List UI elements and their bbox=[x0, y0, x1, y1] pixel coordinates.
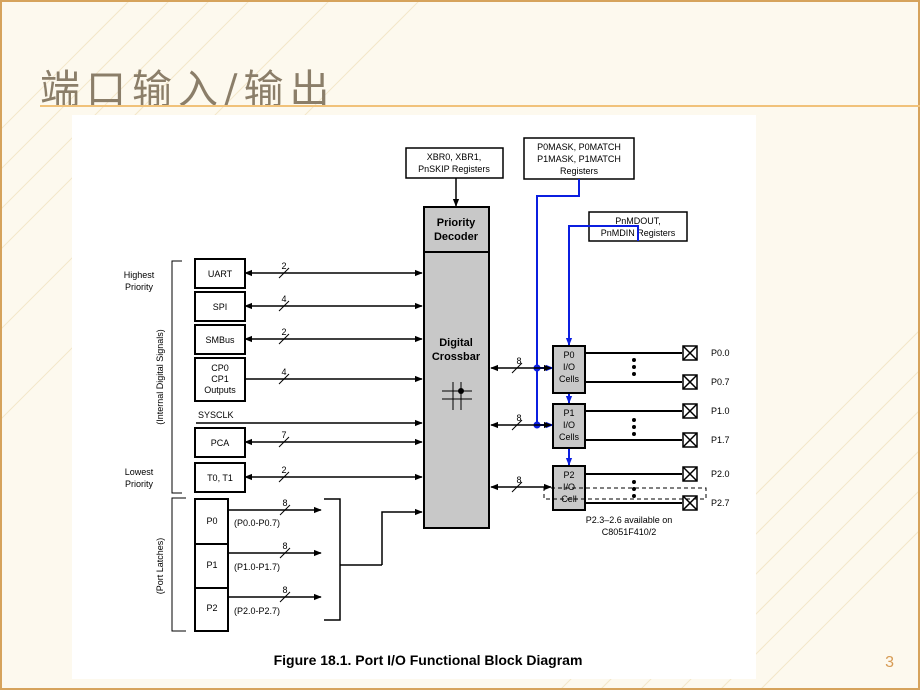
latch-p0-width: 8 bbox=[282, 498, 287, 508]
title-underline bbox=[40, 105, 920, 107]
digital-crossbar-label: Digital bbox=[439, 337, 473, 349]
p2-availability-note: C8051F410/2 bbox=[602, 527, 657, 537]
pin-label: P1.7 bbox=[711, 435, 730, 445]
digital-crossbar-block bbox=[423, 251, 490, 529]
comparator-label: Outputs bbox=[204, 385, 236, 395]
latch-p0-range: (P0.0-P0.7) bbox=[234, 518, 280, 528]
xbr-register-box bbox=[405, 147, 504, 179]
p2-availability-dashed-box bbox=[543, 487, 707, 500]
pmask-register-label: Registers bbox=[560, 166, 599, 176]
pin-label: P0.0 bbox=[711, 348, 730, 358]
smbus-bus-width: 2 bbox=[281, 327, 286, 337]
highest-priority-label: Priority bbox=[125, 282, 154, 292]
p0-io-label: I/O bbox=[563, 362, 575, 372]
latch-p2-range: (P2.0-P2.7) bbox=[234, 606, 280, 616]
p1-io-label: P1 bbox=[563, 408, 574, 418]
port-latches-block bbox=[194, 498, 229, 632]
internal-signals-label: (Internal Digital Signals) bbox=[155, 329, 165, 425]
latch-p2-label: P2 bbox=[206, 603, 217, 613]
p0-io-cells-block bbox=[552, 345, 586, 394]
latch-p1-width: 8 bbox=[282, 541, 287, 551]
highest-priority-label: Highest bbox=[124, 270, 155, 280]
uart-label: UART bbox=[208, 269, 233, 279]
xbr-register-label: PnSKIP Registers bbox=[418, 164, 490, 174]
uart-bus-width: 2 bbox=[281, 261, 286, 271]
crossbar-io-buses bbox=[490, 364, 552, 491]
p1-io-label: Cells bbox=[559, 432, 580, 442]
peripheral-buses bbox=[196, 269, 423, 481]
pmask-register-label: P1MASK, P1MATCH bbox=[537, 154, 621, 164]
io-bus-slashes bbox=[511, 362, 523, 493]
latch-p0-label: P0 bbox=[206, 516, 217, 526]
pin-label: P0.7 bbox=[711, 377, 730, 387]
comparator-label: CP1 bbox=[211, 374, 229, 384]
lowest-priority-label: Lowest bbox=[125, 467, 154, 477]
p2-availability-note: P2.3–2.6 available on bbox=[586, 515, 673, 525]
xbr-register-label: XBR0, XBR1, bbox=[427, 152, 482, 162]
timers-label: T0, T1 bbox=[207, 473, 233, 483]
pin-ellipsis-dots bbox=[632, 358, 636, 498]
port-latches-bracket bbox=[171, 497, 186, 632]
sysclk-label: SYSCLK bbox=[198, 410, 234, 420]
pin-label: P2.0 bbox=[711, 469, 730, 479]
internal-signals-bracket bbox=[171, 260, 182, 494]
p2-io-label: I/O bbox=[563, 482, 575, 492]
timers-bus-width: 2 bbox=[281, 465, 286, 475]
digital-crossbar-label: Crossbar bbox=[432, 351, 481, 363]
spi-label: SPI bbox=[213, 302, 228, 312]
comparator-outputs-block bbox=[194, 357, 246, 402]
port-latches-label: (Port Latches) bbox=[155, 538, 165, 595]
p1-io-cells-block bbox=[552, 403, 586, 449]
latch-p1-range: (P1.0-P1.7) bbox=[234, 562, 280, 572]
priority-decoder-label: Decoder bbox=[434, 231, 479, 243]
comparator-label: CP0 bbox=[211, 363, 229, 373]
block-diagram-image: XBR0, XBR1, PnSKIP Registers P0MASK, P0M… bbox=[72, 115, 756, 679]
p1-bus-width: 8 bbox=[516, 413, 521, 423]
crossbar-switch-dot bbox=[458, 388, 464, 394]
pin-pad-icons bbox=[682, 345, 698, 511]
block-diagram-svg: XBR0, XBR1, PnSKIP Registers P0MASK, P0M… bbox=[124, 137, 730, 668]
page-number: 3 bbox=[885, 654, 894, 671]
pin-label: P1.0 bbox=[711, 406, 730, 416]
pca-bus-width: 7 bbox=[281, 430, 286, 440]
latch-p1-label: P1 bbox=[206, 560, 217, 570]
p0-io-label: Cells bbox=[559, 374, 580, 384]
bus-width-slashes bbox=[278, 267, 290, 483]
figure-caption: Figure 18.1. Port I/O Functional Block D… bbox=[274, 652, 583, 668]
pmd-register-label: PnMDOUT, bbox=[615, 216, 661, 226]
latch-p2-width: 8 bbox=[282, 585, 287, 595]
pin-lines bbox=[585, 352, 682, 504]
smbus-label: SMBus bbox=[205, 335, 235, 345]
p2-bus-width: 8 bbox=[516, 475, 521, 485]
latch-buses bbox=[228, 498, 423, 621]
pca-label: PCA bbox=[211, 438, 230, 448]
pmask-register-box bbox=[523, 137, 635, 180]
smbus-block bbox=[194, 324, 246, 355]
priority-decoder-block bbox=[423, 206, 490, 253]
crossbar-switch-icon bbox=[442, 382, 472, 410]
p0-bus-width: 8 bbox=[516, 356, 521, 366]
p2-io-label: P2 bbox=[563, 470, 574, 480]
spi-block bbox=[194, 291, 246, 322]
pin-label: P2.7 bbox=[711, 498, 730, 508]
lowest-priority-label: Priority bbox=[125, 479, 154, 489]
spi-bus-width: 4 bbox=[281, 294, 286, 304]
latch-bus-slashes bbox=[279, 504, 291, 603]
p0-io-label: P0 bbox=[563, 350, 574, 360]
pca-block bbox=[194, 427, 246, 458]
comparator-bus-width: 4 bbox=[281, 367, 286, 377]
priority-decoder-label: Priority bbox=[437, 217, 476, 229]
pmask-register-label: P0MASK, P0MATCH bbox=[537, 142, 621, 152]
p1-io-label: I/O bbox=[563, 420, 575, 430]
